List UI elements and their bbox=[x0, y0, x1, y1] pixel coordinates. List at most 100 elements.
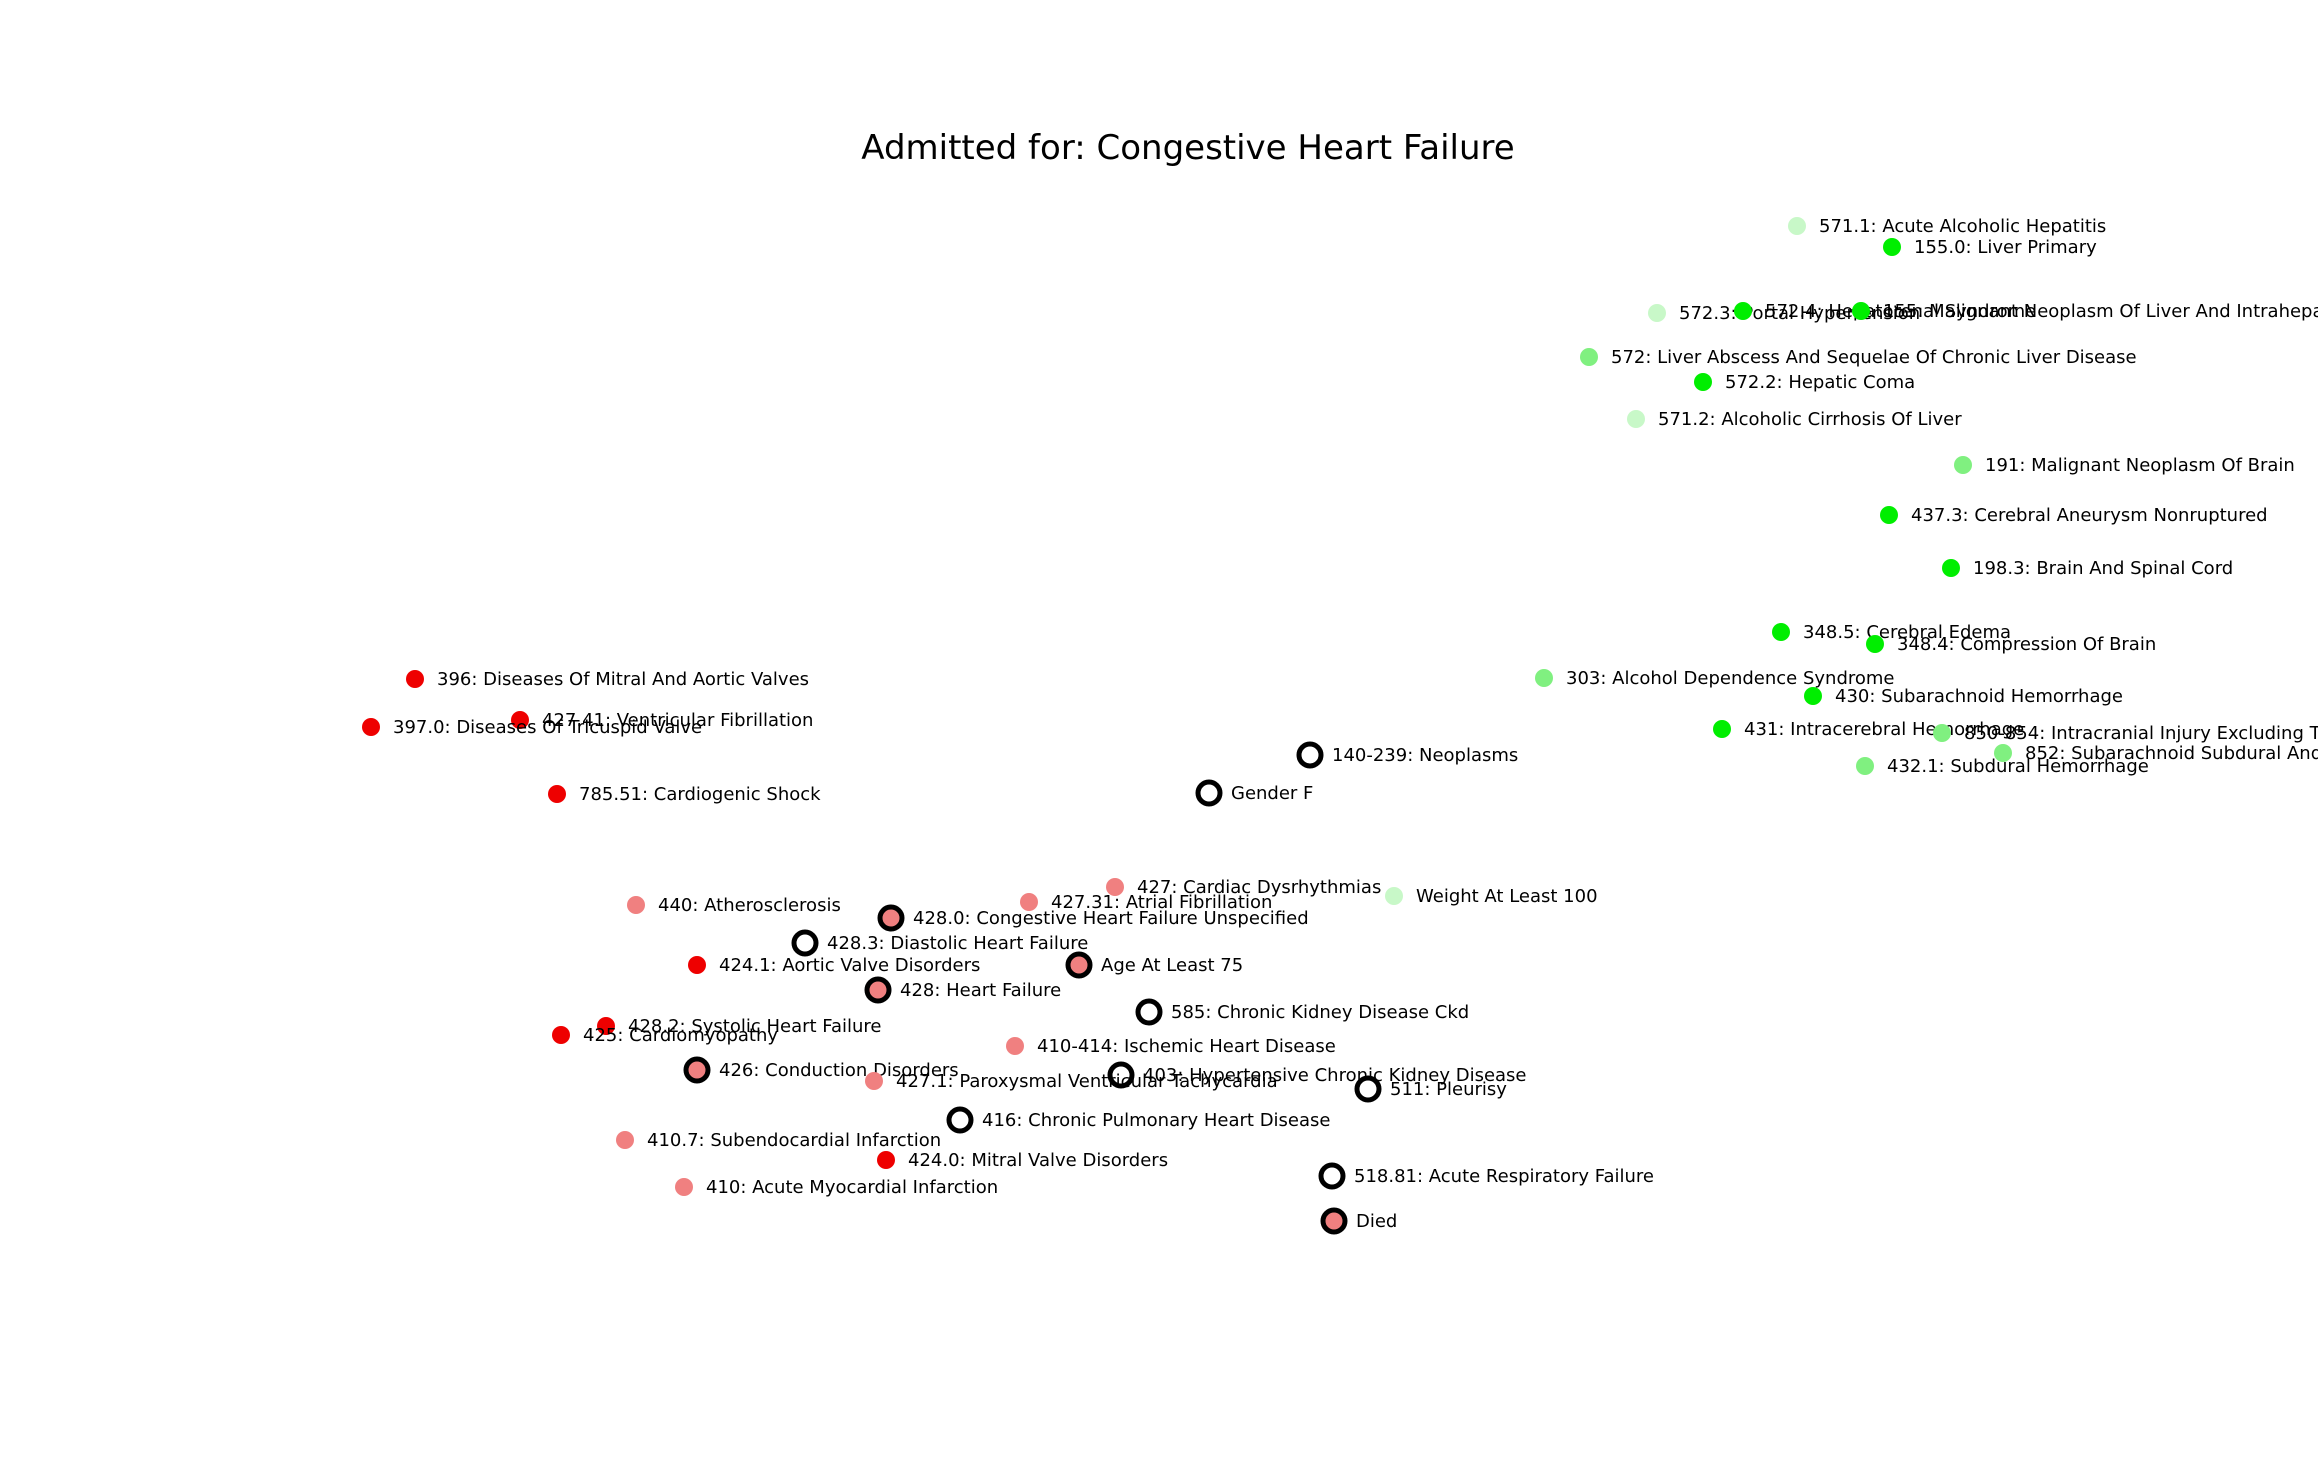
scatter-point: 440: Atherosclerosis bbox=[627, 895, 841, 916]
point-label: 396: Diseases Of Mitral And Aortic Valve… bbox=[437, 669, 809, 690]
point-marker bbox=[552, 1026, 570, 1044]
point-marker bbox=[1354, 1075, 1382, 1103]
point-label: 850-854: Intracranial Injury Excluding T… bbox=[1964, 723, 2318, 744]
point-label: Died bbox=[1356, 1211, 1397, 1232]
scatter-point: 428.0: Congestive Heart Failure Unspecif… bbox=[877, 904, 1309, 932]
point-marker bbox=[1852, 302, 1870, 320]
point-marker bbox=[1296, 741, 1324, 769]
point-marker bbox=[1942, 559, 1960, 577]
point-label: 432.1: Subdural Hemorrhage bbox=[1887, 756, 2149, 777]
point-label: Age At Least 75 bbox=[1101, 955, 1243, 976]
point-label: 427: Cardiac Dysrhythmias bbox=[1137, 877, 1381, 898]
point-label: 426: Conduction Disorders bbox=[719, 1060, 959, 1081]
point-label: 410-414: Ischemic Heart Disease bbox=[1037, 1036, 1336, 1057]
point-marker bbox=[946, 1106, 974, 1134]
point-label: 303: Alcohol Dependence Syndrome bbox=[1566, 668, 1895, 689]
scatter-point: 431: Intracerebral Hemorrhage bbox=[1713, 719, 2024, 740]
scatter-point: 425: Cardiomyopathy bbox=[552, 1025, 778, 1046]
scatter-point: 348.4: Compression Of Brain bbox=[1866, 634, 2156, 655]
point-label: 428.3: Diastolic Heart Failure bbox=[827, 933, 1088, 954]
scatter-point: Age At Least 75 bbox=[1065, 951, 1243, 979]
point-label: 430: Subarachnoid Hemorrhage bbox=[1835, 686, 2123, 707]
scatter-point: 518.81: Acute Respiratory Failure bbox=[1318, 1162, 1654, 1190]
point-label: 785.51: Cardiogenic Shock bbox=[579, 784, 821, 805]
point-label: 428.0: Congestive Heart Failure Unspecif… bbox=[913, 908, 1309, 929]
point-label: 572.2: Hepatic Coma bbox=[1725, 372, 1915, 393]
point-marker bbox=[1804, 687, 1822, 705]
scatter-point: 428.2: Systolic Heart Failure bbox=[597, 1016, 882, 1037]
point-marker bbox=[1883, 238, 1901, 256]
scatter-point: 785.51: Cardiogenic Shock bbox=[548, 784, 821, 805]
point-marker bbox=[1006, 1037, 1024, 1055]
scatter-point: 396: Diseases Of Mitral And Aortic Valve… bbox=[406, 669, 809, 690]
point-marker bbox=[1772, 623, 1790, 641]
point-marker bbox=[1385, 887, 1403, 905]
point-marker bbox=[1318, 1162, 1346, 1190]
scatter-point: 424.1: Aortic Valve Disorders bbox=[688, 955, 980, 976]
scatter-point: 585: Chronic Kidney Disease Ckd bbox=[1135, 998, 1469, 1026]
point-label: 348.5: Cerebral Edema bbox=[1803, 622, 2011, 643]
point-marker bbox=[1648, 304, 1666, 322]
point-marker bbox=[1195, 779, 1223, 807]
point-label: 511: Pleurisy bbox=[1390, 1079, 1507, 1100]
scatter-point: 191: Malignant Neoplasm Of Brain bbox=[1954, 455, 2295, 476]
scatter-point: 410.7: Subendocardial Infarction bbox=[616, 1130, 941, 1151]
point-label: 191: Malignant Neoplasm Of Brain bbox=[1985, 455, 2295, 476]
scatter-point: 850-854: Intracranial Injury Excluding T… bbox=[1933, 723, 2318, 744]
point-label: 155.0: Liver Primary bbox=[1914, 237, 2097, 258]
point-label: 424.1: Aortic Valve Disorders bbox=[719, 955, 980, 976]
point-marker bbox=[548, 785, 566, 803]
point-label: 140-239: Neoplasms bbox=[1332, 745, 1518, 766]
point-label: 437.3: Cerebral Aneurysm Nonruptured bbox=[1911, 505, 2268, 526]
point-label: 427.1: Paroxysmal Ventricular Tachycardi… bbox=[896, 1071, 1278, 1092]
scatter-point: 348.5: Cerebral Edema bbox=[1772, 622, 2011, 643]
scatter-point: 432.1: Subdural Hemorrhage bbox=[1856, 756, 2149, 777]
scatter-point: 403: Hypertensive Chronic Kidney Disease bbox=[1107, 1061, 1527, 1089]
point-label: 427.41: Ventricular Fibrillation bbox=[542, 710, 813, 731]
scatter-point: 571.1: Acute Alcoholic Hepatitis bbox=[1788, 216, 2106, 237]
chart-title: Admitted for: Congestive Heart Failure bbox=[861, 128, 1514, 168]
scatter-point: 140-239: Neoplasms bbox=[1296, 741, 1518, 769]
point-marker bbox=[1320, 1207, 1348, 1235]
point-marker bbox=[1627, 410, 1645, 428]
scatter-point: 427.31: Atrial Fibrillation bbox=[1020, 892, 1272, 913]
point-label: 410.7: Subendocardial Infarction bbox=[647, 1130, 941, 1151]
scatter-point: 424.0: Mitral Valve Disorders bbox=[877, 1150, 1168, 1171]
scatter-point: 155: Malignant Neoplasm Of Liver And Int… bbox=[1852, 301, 2318, 322]
point-marker bbox=[597, 1017, 615, 1035]
point-label: 572.4: Hepatorenal Syndrome bbox=[1765, 301, 2036, 322]
point-label: 428.2: Systolic Heart Failure bbox=[628, 1016, 882, 1037]
scatter-point: 397.0: Diseases Of Tricuspid Valve bbox=[362, 717, 702, 738]
point-marker bbox=[1580, 348, 1598, 366]
scatter-point: 572: Liver Abscess And Sequelae Of Chron… bbox=[1580, 347, 2137, 368]
scatter-point: 511: Pleurisy bbox=[1354, 1075, 1507, 1103]
point-marker bbox=[1020, 893, 1038, 911]
point-label: 425: Cardiomyopathy bbox=[583, 1025, 778, 1046]
scatter-point: 410-414: Ischemic Heart Disease bbox=[1006, 1036, 1336, 1057]
scatter-point: 572.2: Hepatic Coma bbox=[1694, 372, 1915, 393]
scatter-point: 428: Heart Failure bbox=[864, 976, 1061, 1004]
point-marker bbox=[1734, 302, 1752, 320]
point-marker bbox=[791, 929, 819, 957]
point-label: 155: Malignant Neoplasm Of Liver And Int… bbox=[1883, 301, 2318, 322]
scatter-point: 303: Alcohol Dependence Syndrome bbox=[1535, 668, 1895, 689]
scatter-point: 427.1: Paroxysmal Ventricular Tachycardi… bbox=[865, 1071, 1278, 1092]
scatter-point: 155.0: Liver Primary bbox=[1883, 237, 2097, 258]
scatter-point: 428.3: Diastolic Heart Failure bbox=[791, 929, 1088, 957]
point-label: 416: Chronic Pulmonary Heart Disease bbox=[982, 1110, 1331, 1131]
point-marker bbox=[688, 956, 706, 974]
point-marker bbox=[1065, 951, 1093, 979]
scatter-point: Weight At Least 100 bbox=[1385, 886, 1598, 907]
point-marker bbox=[1954, 456, 1972, 474]
point-marker bbox=[1866, 635, 1884, 653]
point-label: 431: Intracerebral Hemorrhage bbox=[1744, 719, 2024, 740]
point-label: Weight At Least 100 bbox=[1416, 886, 1598, 907]
scatter-point: 410: Acute Myocardial Infarction bbox=[675, 1177, 998, 1198]
scatter-point: 427.41: Ventricular Fibrillation bbox=[511, 710, 813, 731]
scatter-point: 198.3: Brain And Spinal Cord bbox=[1942, 558, 2233, 579]
scatter-point: 430: Subarachnoid Hemorrhage bbox=[1804, 686, 2123, 707]
point-label: 410: Acute Myocardial Infarction bbox=[706, 1177, 998, 1198]
point-label: 571.1: Acute Alcoholic Hepatitis bbox=[1819, 216, 2106, 237]
point-marker bbox=[1856, 757, 1874, 775]
scatter-point: Died bbox=[1320, 1207, 1397, 1235]
